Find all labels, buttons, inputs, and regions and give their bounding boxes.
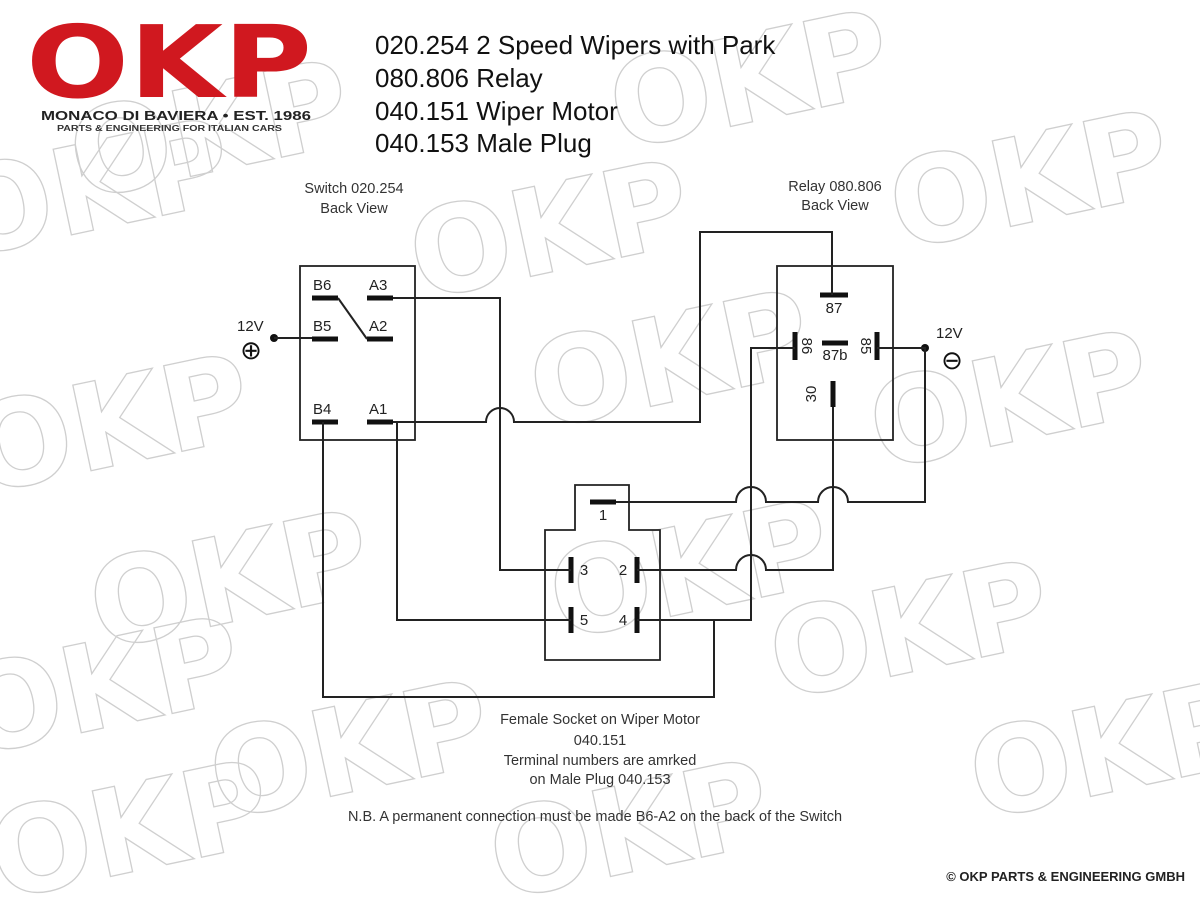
terminal-label-b4: B4 <box>313 401 331 418</box>
watermark: OKP <box>877 84 1183 279</box>
terminal-label-30: 30 <box>803 386 820 403</box>
watermark: OKP <box>857 304 1163 499</box>
terminal-label-3: 3 <box>580 562 588 579</box>
terminal-label-1: 1 <box>599 507 607 524</box>
terminal-label-a2: A2 <box>369 318 387 335</box>
socket-body <box>544 484 661 661</box>
terminal-label-2: 2 <box>619 562 627 579</box>
copyright: © OKP PARTS & ENGINEERING GMBH <box>946 869 1185 884</box>
logo-wordmark: OKP <box>26 4 312 121</box>
terminal-label-87b: 87b <box>822 347 847 364</box>
title-line: 040.151 Wiper Motor <box>375 96 618 126</box>
terminal-label-86: 86 <box>798 338 815 355</box>
negative-12v-label: 12V <box>936 325 963 342</box>
wire-b4-to-4 <box>322 422 715 698</box>
terminal-label-5: 5 <box>580 612 588 629</box>
terminal-label-87: 87 <box>826 300 843 317</box>
wire-a3-to-3 <box>393 297 571 571</box>
title-line: 020.254 2 Speed Wipers with Park <box>375 30 776 60</box>
wire-2-to-30 <box>637 407 834 571</box>
watermark: OKP <box>0 328 263 523</box>
socket-caption: Female Socket on Wiper Motor <box>500 712 700 728</box>
socket-caption: on Male Plug 040.153 <box>529 772 670 788</box>
title-line: 040.153 Male Plug <box>375 128 592 158</box>
socket-caption: 040.151 <box>574 733 626 749</box>
relay-body <box>776 265 894 441</box>
switch-020-254: Switch 020.254 Back View B6 A3 B5 A2 B4 … <box>299 181 416 441</box>
logo-subline: PARTS & ENGINEERING FOR ITALIAN CARS <box>57 124 283 133</box>
title-line: 080.806 Relay <box>375 63 543 93</box>
terminal-label-a1: A1 <box>369 401 387 418</box>
switch-body <box>299 265 416 441</box>
logo-tagline: MONACO DI BAVIERA • EST. 1986 <box>41 108 311 123</box>
wire-a1-to-87 <box>393 231 833 423</box>
terminal-label-a3: A3 <box>369 277 387 294</box>
switch-caption: Back View <box>320 201 388 217</box>
wire-4-to-86 <box>637 347 795 621</box>
socket-caption: Terminal numbers are amrked <box>504 753 697 769</box>
note: N.B. A permanent connection must be made… <box>348 809 842 825</box>
wire-1-to-85 <box>616 347 926 503</box>
wiper-motor-socket: 1 2 3 4 5 <box>544 484 661 661</box>
terminal-label-85: 85 <box>857 338 874 355</box>
watermark: OKP <box>597 0 903 178</box>
relay-080-806: Relay 080.806 Back View 87 86 87b 85 30 <box>776 179 894 441</box>
minus-icon: ⊖ <box>941 345 963 375</box>
wires <box>322 231 926 698</box>
relay-caption: Relay 080.806 <box>788 179 882 195</box>
b6-a2-link <box>337 297 368 340</box>
switch-caption: Switch 020.254 <box>304 181 403 197</box>
plus-icon: ⊕ <box>240 335 262 365</box>
terminal-label-b5: B5 <box>313 318 331 335</box>
terminal-label-4: 4 <box>619 612 627 629</box>
okp-logo: OKP MONACO DI BAVIERA • EST. 1986 PARTS … <box>26 4 312 133</box>
terminal-label-b6: B6 <box>313 277 331 294</box>
wire-a1-to-5 <box>396 422 571 621</box>
positive-12v-label: 12V <box>237 318 264 335</box>
relay-caption: Back View <box>801 198 869 214</box>
